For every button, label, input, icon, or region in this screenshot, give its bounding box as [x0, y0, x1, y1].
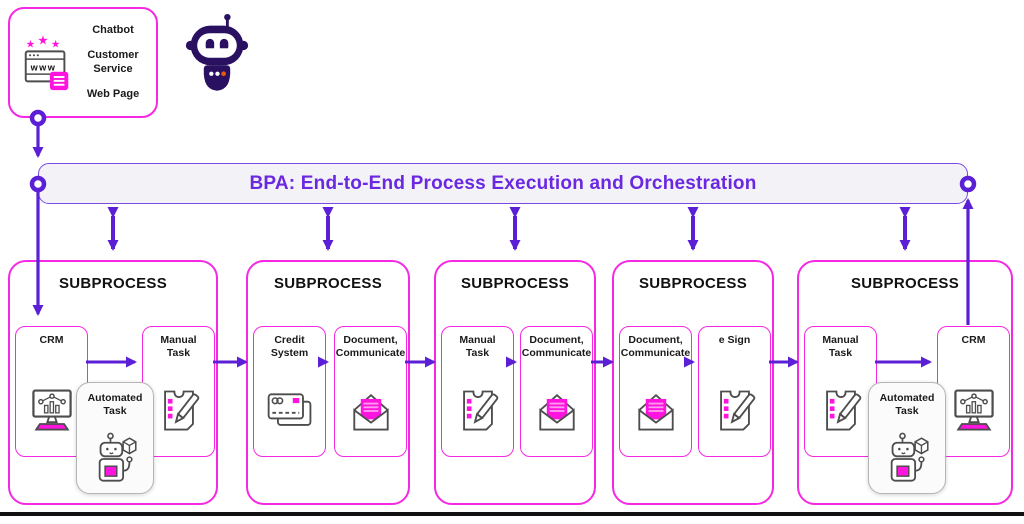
checklist-pen-icon [709, 366, 761, 456]
envelope-icon [345, 366, 397, 456]
svg-text:★: ★ [37, 33, 48, 47]
bpa-orchestration-banner: BPA: End-to-End Process Execution and Or… [38, 163, 968, 204]
task-label: Document, Communicate [521, 334, 592, 360]
svg-text:★: ★ [51, 38, 61, 50]
source-channel-labels: Chatbot Customer Service Web Page [76, 24, 156, 102]
task-label: Document, Communicate [335, 334, 406, 360]
task-box-manual-task: Manual Task [441, 326, 514, 457]
channel-label-chatbot: Chatbot [92, 23, 134, 36]
task-box-crm: CRM [15, 326, 88, 457]
checklist-pen-icon [452, 366, 504, 456]
task-box-manual-task: Manual Task [142, 326, 215, 457]
crm-monitor-icon [948, 366, 1000, 456]
crm-monitor-icon [26, 366, 78, 456]
source-channels-panel: ★ ★ ★ www Chatbot Customer Service Web P… [8, 7, 158, 118]
task-box-credit-system: Credit System [253, 326, 326, 457]
banner-title: BPA: End-to-End Process Execution and Or… [249, 172, 757, 194]
task-box-e-sign: e Sign [698, 326, 771, 457]
robot-cube-icon [883, 424, 931, 493]
subprocess-title: SUBPROCESS [273, 275, 383, 292]
checklist-pen-icon [815, 366, 867, 456]
svg-text:www: www [30, 62, 57, 72]
task-label: CRM [39, 334, 64, 346]
channel-label-web-page: Web Page [86, 87, 140, 100]
subprocess-box-3: SUBPROCESS Manual Task Document, Communi… [434, 260, 596, 505]
task-label: Manual Task [822, 334, 859, 360]
task-box-automated-task: Automated Task [76, 382, 154, 494]
task-label: e Sign [718, 334, 751, 346]
webpage-icon: ★ ★ ★ www [18, 32, 76, 94]
subprocess-box-2: SUBPROCESS Credit System Document, Commu… [246, 260, 410, 505]
subprocess-title: SUBPROCESS [58, 275, 168, 292]
task-box-document-communicate: Document, Communicate [520, 326, 593, 457]
checklist-pen-icon [153, 366, 205, 456]
task-box-document-communicate: Document, Communicate [619, 326, 692, 457]
task-label: Automated Task [87, 392, 143, 418]
robot-cube-icon [91, 424, 139, 493]
subprocess-title: SUBPROCESS [460, 275, 570, 292]
task-label: Automated Task [879, 392, 935, 418]
task-box-document-communicate: Document, Communicate [334, 326, 407, 457]
slide-bottom-border [0, 512, 1024, 516]
task-label: Manual Task [160, 334, 197, 360]
subprocess-box-5: SUBPROCESS Manual Task CRM Automated Tas… [797, 260, 1013, 505]
subprocess-box-4: SUBPROCESS Document, Communicate e Sign [612, 260, 774, 505]
task-label: Document, Communicate [620, 334, 691, 360]
credit-card-icon [264, 366, 316, 456]
task-box-manual-task: Manual Task [804, 326, 877, 457]
task-box-automated-task: Automated Task [868, 382, 946, 494]
envelope-icon [531, 366, 583, 456]
subprocess-box-1: SUBPROCESS CRM Manual Task Automated Tas… [8, 260, 218, 505]
banner-subprocess-arrows [107, 207, 911, 251]
task-label: CRM [961, 334, 986, 346]
task-label: Manual Task [459, 334, 496, 360]
task-box-crm: CRM [937, 326, 1010, 457]
subprocess-title: SUBPROCESS [850, 275, 960, 292]
envelope-icon [630, 366, 682, 456]
svg-text:★: ★ [26, 38, 36, 50]
subprocess-title: SUBPROCESS [638, 275, 748, 292]
channel-label-customer-service: Customer Service [87, 48, 139, 75]
chatbot-avatar-icon [184, 10, 250, 96]
task-label: Credit System [270, 334, 309, 360]
